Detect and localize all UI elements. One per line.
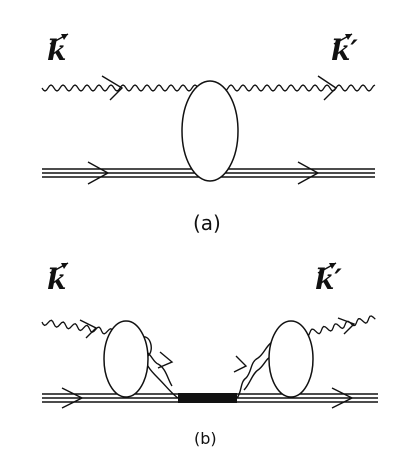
momentum-k-out-label-a: k′ <box>331 33 358 67</box>
momentum-k-in-label-b: k <box>47 262 69 296</box>
nucleon-arrow-in-a <box>87 161 110 185</box>
momentum-k-in-label-a: k <box>47 33 69 67</box>
interaction-blob-left-b <box>103 320 149 398</box>
momentum-k-in-text-a: k <box>47 34 66 67</box>
nucleon-arrow-in-b <box>61 387 84 409</box>
photon-arrow-in-a <box>101 75 124 101</box>
intermediate-state-bar <box>178 393 237 403</box>
internal-wavy-line-left-b <box>139 336 179 399</box>
momentum-k-in-text-b: k <box>47 263 66 296</box>
photon-wavy-line-in-b <box>41 319 113 335</box>
momentum-k-out-text-b: k′ <box>315 263 342 296</box>
photon-arrow-in-b <box>79 319 98 339</box>
panel-a: k k′ (a) <box>41 33 376 235</box>
internal-wavy-line-right-b2 <box>243 355 273 391</box>
interaction-blob-right-b <box>268 320 314 398</box>
caption-b: (b) <box>194 429 217 448</box>
momentum-k-out-text-a: k′ <box>331 34 358 67</box>
nucleon-arrow-out-b <box>331 387 354 409</box>
internal-arrow-left-b <box>157 351 174 369</box>
photon-wavy-line-out-b <box>303 315 376 338</box>
photon-arrow-out-b <box>337 317 356 335</box>
caption-a: (a) <box>193 211 221 235</box>
nucleon-arrow-out-a <box>297 161 320 185</box>
momentum-k-out-label-b: k′ <box>315 262 342 296</box>
interaction-blob-a <box>181 80 239 182</box>
internal-wavy-line-right-b <box>236 341 273 399</box>
photon-arrow-out-a <box>317 75 338 101</box>
internal-arrow-right-b <box>233 355 248 373</box>
panel-b: k k′ <box>41 262 378 448</box>
